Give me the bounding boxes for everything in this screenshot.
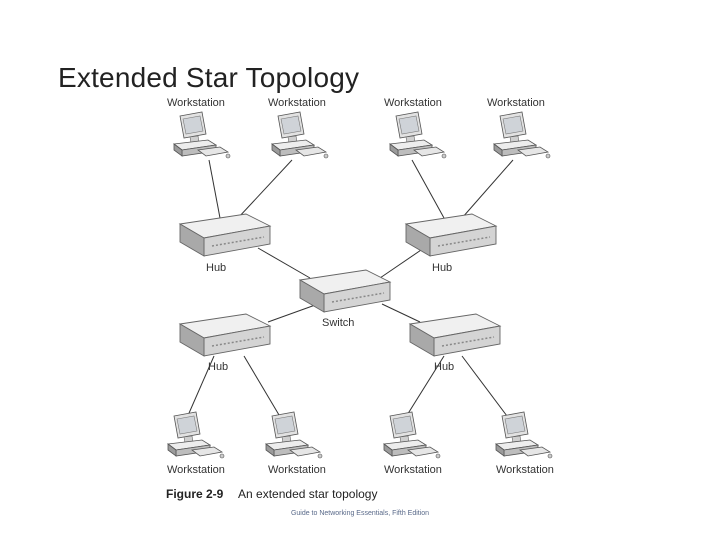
link-ws2-hub-tl <box>237 159 293 219</box>
workstation-bottom-3: Workstation <box>383 411 442 476</box>
workstation-bottom-1: Workstation <box>167 411 225 476</box>
workstation-label: Workstation <box>167 464 225 476</box>
workstation-label: Workstation <box>384 464 442 476</box>
hub-label: Hub <box>434 361 454 373</box>
workstation-label: Workstation <box>487 97 545 109</box>
hub-label: Hub <box>206 262 226 274</box>
link-hub-tr-switch <box>379 247 425 279</box>
link-hub-bl-ws5 <box>185 355 215 421</box>
figure-number: Figure 2-9 <box>166 487 224 501</box>
switch: Switch <box>299 269 391 329</box>
workstation-bottom-2: Workstation <box>265 411 326 476</box>
hub-top-right: Hub <box>405 213 497 274</box>
link-hub-tl-switch <box>257 247 311 279</box>
footer-text: Guide to Networking Essentials, Fifth Ed… <box>290 510 430 517</box>
hub-bottom-left: Hub <box>179 313 271 373</box>
link-hub-bl-ws6 <box>243 355 283 421</box>
workstation-top-2: Workstation <box>268 97 329 159</box>
workstation-label: Workstation <box>268 464 326 476</box>
link-switch-hub-bl <box>267 303 319 323</box>
figure-caption-text: An extended star topology <box>238 487 378 501</box>
workstation-label: Workstation <box>268 97 326 109</box>
link-ws1-hub-tl <box>208 159 221 219</box>
link-hub-br-ws8 <box>461 355 511 421</box>
workstation-label: Workstation <box>496 464 554 476</box>
hub-bottom-right: Hub <box>409 313 501 373</box>
figure-caption: Figure 2-9 An extended star topology <box>166 487 377 501</box>
hub-label: Hub <box>432 262 452 274</box>
workstation-top-4: Workstation <box>487 97 551 159</box>
link-switch-hub-br <box>381 303 421 323</box>
connections <box>185 159 514 421</box>
workstation-label: Workstation <box>167 97 225 109</box>
workstation-top-3: Workstation <box>384 97 447 159</box>
workstation-top-1: Workstation <box>167 97 231 159</box>
switch-label: Switch <box>322 317 354 329</box>
link-hub-br-ws7 <box>403 355 445 421</box>
hub-label: Hub <box>208 361 228 373</box>
workstation-label: Workstation <box>384 97 442 109</box>
link-ws3-hub-tr <box>411 159 445 219</box>
slide-title: Extended Star Topology <box>58 62 360 93</box>
link-ws4-hub-tr <box>461 159 514 219</box>
workstation-bottom-4: Workstation <box>495 411 554 476</box>
hub-top-left: Hub <box>179 213 271 274</box>
